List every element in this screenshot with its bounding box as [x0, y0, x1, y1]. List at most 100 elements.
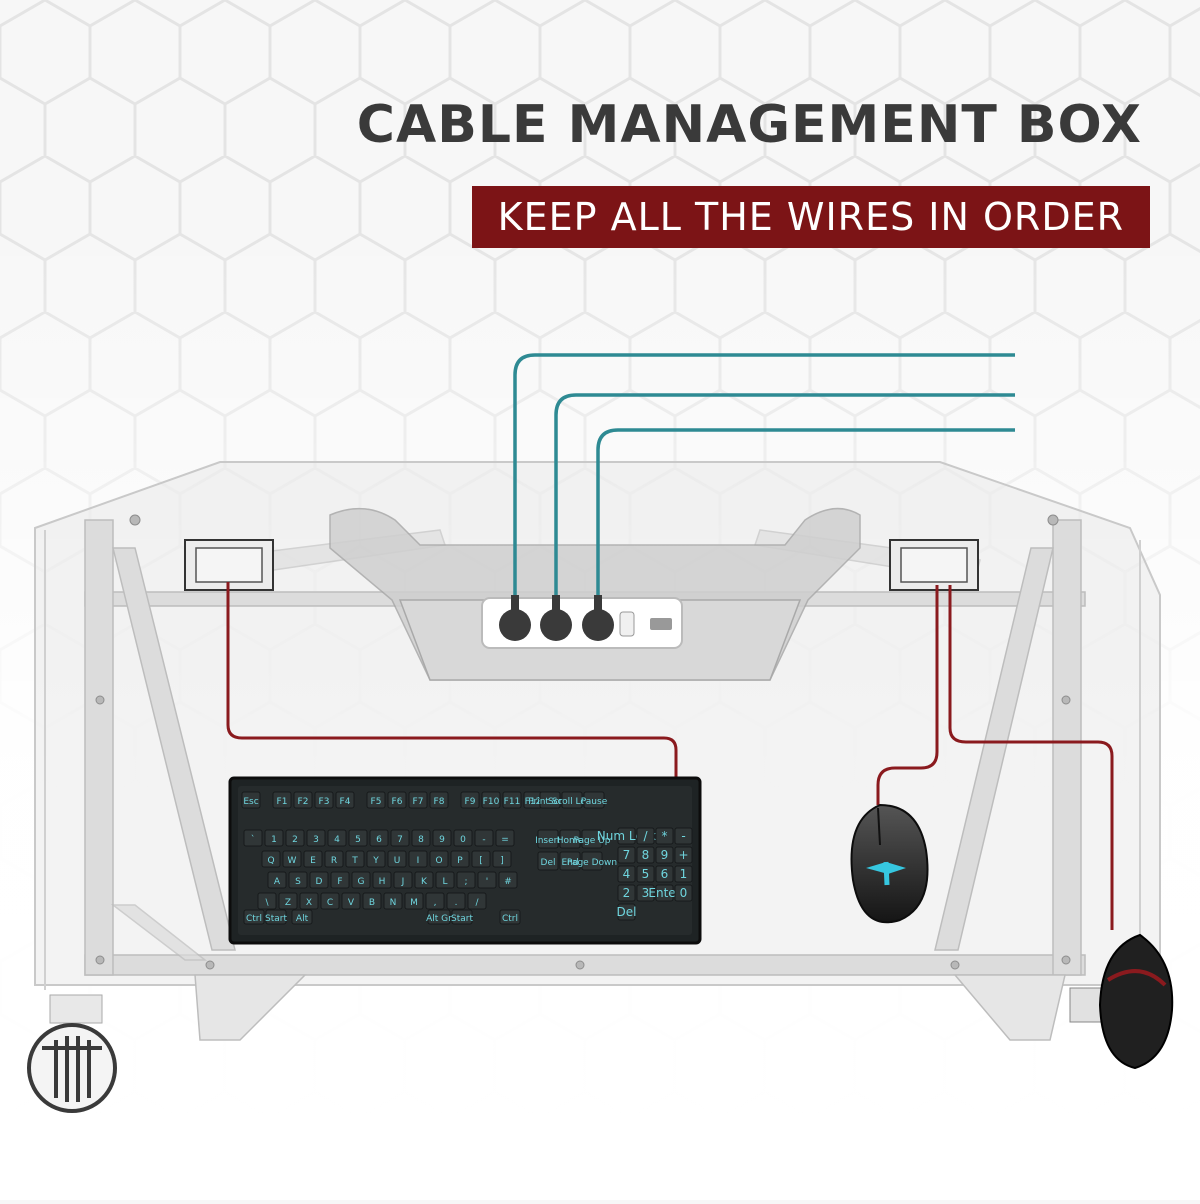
- letter-key-label: B: [369, 898, 375, 908]
- keyboard-key: [446, 892, 466, 910]
- numpad-key-label: 5: [642, 867, 650, 881]
- keyboard-key: [636, 884, 655, 902]
- letter-key-label: ': [486, 877, 488, 887]
- letter-key-label: [: [479, 856, 483, 866]
- keyboard-key: [655, 865, 674, 883]
- keyboard-key: [408, 791, 428, 809]
- keyboard-key: [241, 791, 261, 809]
- fn-key-label: F11: [504, 797, 521, 807]
- keyboard-key: [561, 791, 583, 809]
- keyboard-key: [537, 829, 559, 849]
- keyboard-key: [299, 892, 319, 910]
- numpad-key-label: 7: [623, 848, 631, 862]
- keyboard-key: [372, 871, 392, 889]
- letter-key-label: ]: [500, 856, 504, 866]
- power-wires: [513, 353, 1015, 615]
- keyboard-key: [435, 871, 455, 889]
- keyboard-key: [324, 850, 344, 868]
- numpad-key-label: Del: [617, 905, 637, 919]
- keyboard-key: [636, 846, 655, 864]
- letter-key-label: Y: [372, 856, 379, 866]
- numpad-key-label: 8: [642, 848, 650, 862]
- keyboard-key: [429, 850, 449, 868]
- number-key-label: 3: [313, 835, 319, 845]
- fn-key-label: F6: [392, 797, 403, 807]
- keyboard-key: [674, 865, 693, 883]
- keyboard-key: [257, 892, 277, 910]
- power-plug-icon: [499, 595, 614, 641]
- keyboard-key: [265, 909, 287, 925]
- keyboard-key: [453, 829, 473, 847]
- keyboard-key: [387, 791, 407, 809]
- mouse-icon: [850, 803, 929, 924]
- number-key-label: 1: [271, 835, 277, 845]
- number-key-label: 2: [292, 835, 298, 845]
- headline: CABLE MANAGEMENT BOX: [356, 95, 1142, 155]
- keyboard-key: [450, 850, 470, 868]
- keyboard-key: [291, 909, 313, 925]
- number-key-label: 4: [334, 835, 340, 845]
- numpad-key-label: 2: [623, 886, 631, 900]
- power-strip-icon: [481, 595, 683, 649]
- numpad-key-label: -: [681, 829, 685, 843]
- letter-key-label: P: [457, 856, 463, 866]
- letter-key-label: E: [310, 856, 316, 866]
- nav-key-label: Home: [557, 836, 584, 846]
- keyboard-key: [366, 791, 386, 809]
- letter-key-label: N: [390, 898, 397, 908]
- letter-key-label: T: [351, 856, 358, 866]
- keyboard-key: [559, 851, 581, 871]
- keyboard-key: [267, 871, 287, 889]
- keyboard-key: [617, 865, 636, 883]
- cable-box-right: [889, 539, 979, 591]
- keyboard-key: [477, 871, 497, 889]
- keyboard-key: [411, 829, 431, 847]
- number-key-label: 0: [460, 835, 466, 845]
- number-key-label: 5: [355, 835, 361, 845]
- keyboard-key: [636, 827, 655, 845]
- keyboard-key: [351, 871, 371, 889]
- number-key-label: -: [482, 835, 485, 845]
- letter-key-label: Q: [267, 856, 274, 866]
- numpad-key-label: 6: [661, 867, 669, 881]
- keyboard-key: [272, 791, 292, 809]
- nav-key-label: Del: [541, 858, 556, 868]
- letter-key-label: V: [348, 898, 355, 908]
- modifier-key-label: Alt: [296, 914, 309, 924]
- keyboard-key: [495, 829, 515, 847]
- keyboard-key: [467, 892, 487, 910]
- keyboard-key: [581, 829, 603, 849]
- modifier-key-label: Alt Gr: [426, 914, 452, 924]
- keyboard-key: [460, 791, 480, 809]
- fn-key-label: F7: [413, 797, 424, 807]
- keyboard-key: [404, 892, 424, 910]
- letter-key-label: Z: [285, 898, 291, 908]
- keyboard-key: [278, 892, 298, 910]
- nav-key-label: Insert: [535, 836, 561, 846]
- device-wires: [226, 582, 1114, 930]
- cable-box-icon: [184, 539, 274, 591]
- letter-key-label: S: [295, 877, 301, 887]
- numpad-key-label: 1: [680, 867, 688, 881]
- sys-key-label: Print Scrn: [528, 797, 571, 807]
- keyboard-key: [481, 791, 501, 809]
- fn-key-label: Esc: [243, 797, 258, 807]
- number-key-label: 7: [397, 835, 403, 845]
- letter-key-label: I: [417, 856, 420, 866]
- keyboard-key: [314, 791, 334, 809]
- nav-key-label: Page Up: [574, 836, 611, 846]
- keyboard-key: [559, 829, 581, 849]
- letter-key-label: G: [358, 877, 365, 887]
- letter-key-label: J: [401, 877, 405, 887]
- numpad-key-label: 0: [680, 886, 688, 900]
- keyboard-key: [498, 871, 518, 889]
- fn-key-label: F5: [371, 797, 382, 807]
- keyboard-key: [309, 871, 329, 889]
- letter-key-label: R: [331, 856, 337, 866]
- modifier-key-label: Ctrl: [502, 914, 518, 924]
- keyboard-key: [655, 846, 674, 864]
- numpad-key-label: *: [662, 829, 668, 843]
- letter-key-label: K: [421, 877, 428, 887]
